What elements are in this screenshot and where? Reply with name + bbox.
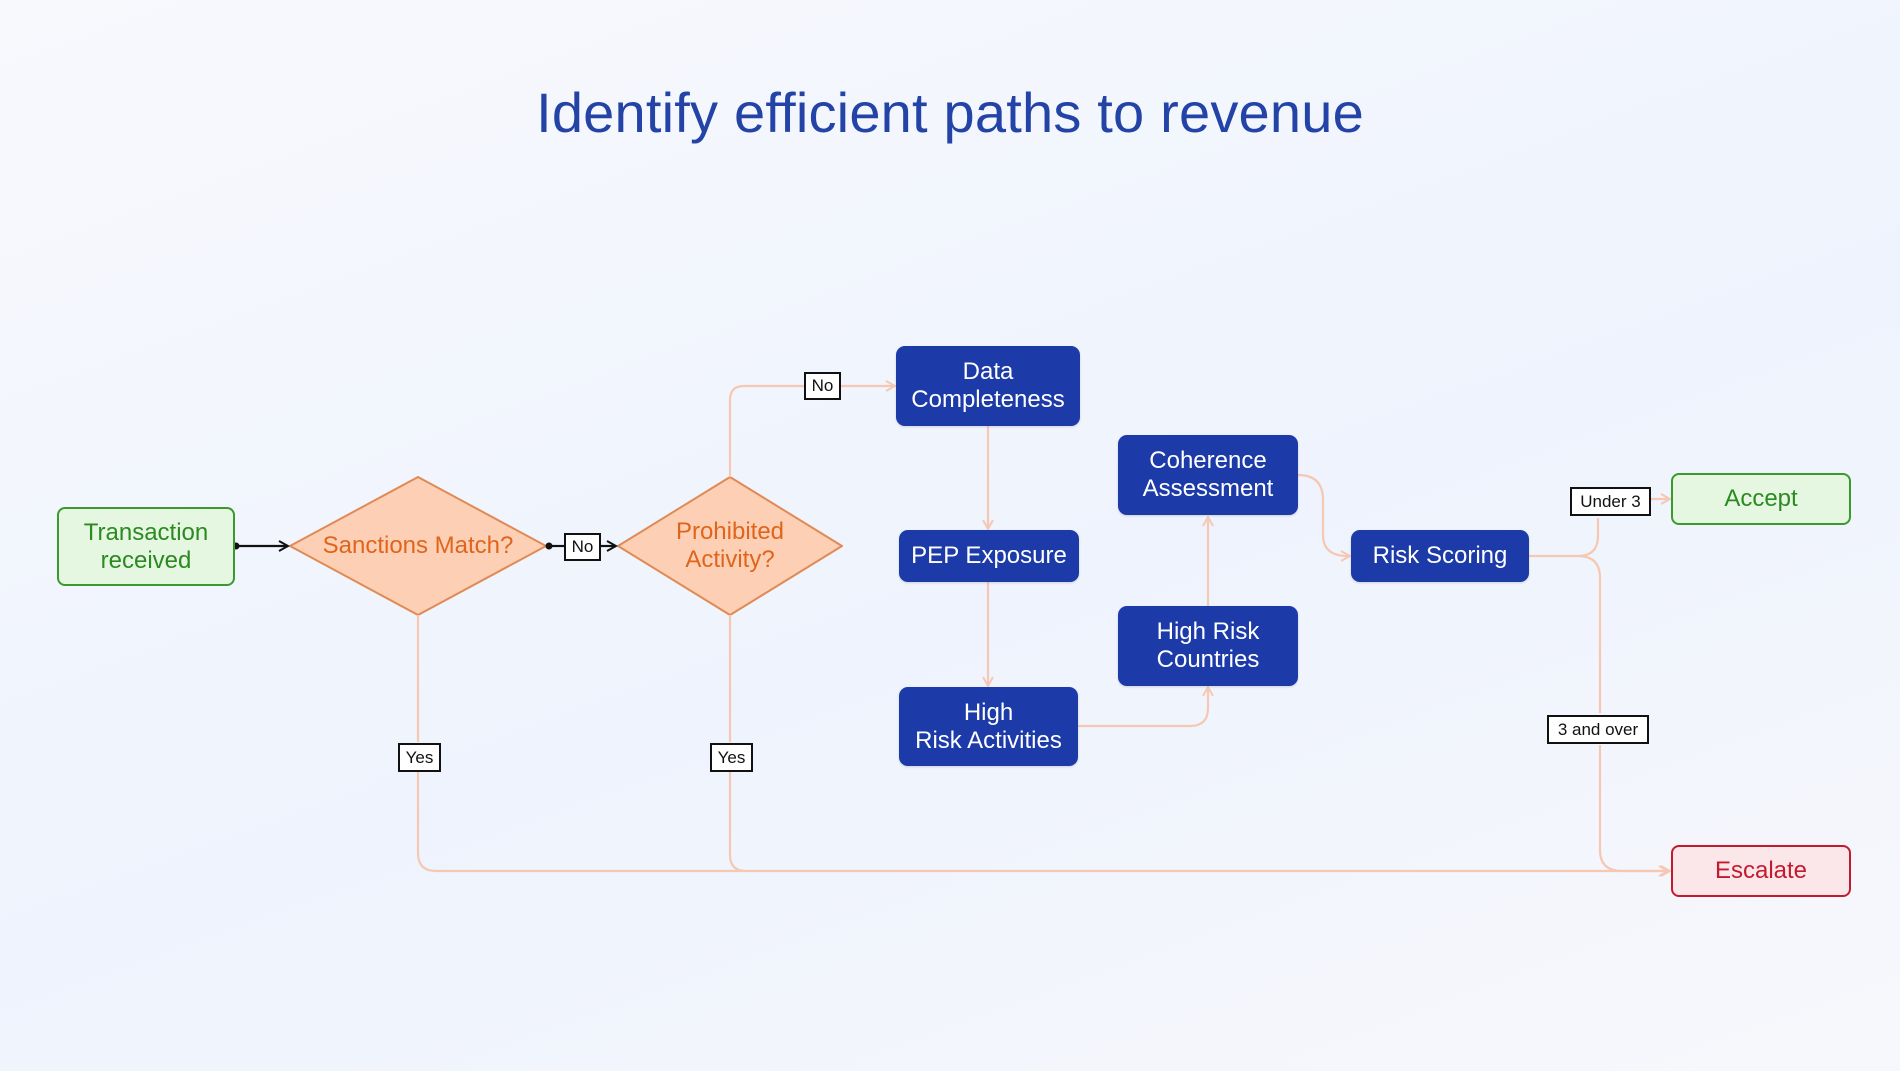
node-pep-exposure[interactable]: PEP Exposure [899,530,1079,582]
node-high-risk-activities[interactable]: High Risk Activities [899,687,1078,766]
page-title: Identify efficient paths to revenue [536,81,1364,144]
edge-label-prohibited-yes: Yes [710,743,753,772]
edge-label-under-3: Under 3 [1570,487,1651,516]
edge-label-sanctions-yes: Yes [398,743,441,772]
node-escalate[interactable]: Escalate [1671,845,1851,897]
edge-label-3-and-over: 3 and over [1547,715,1649,744]
node-high-risk-countries[interactable]: High Risk Countries [1118,606,1298,686]
node-data-completeness[interactable]: Data Completeness [896,346,1080,426]
node-risk-scoring[interactable]: Risk Scoring [1351,530,1529,582]
black-connectors [232,543,617,550]
node-transaction-received[interactable]: Transaction received [57,507,235,586]
peach-connectors [416,386,1670,871]
node-sanctions-match[interactable]: Sanctions Match? [322,532,514,559]
node-coherence-assessment[interactable]: Coherence Assessment [1118,435,1298,515]
node-accept[interactable]: Accept [1671,473,1851,525]
prohibited-diamond [617,476,843,616]
edge-label-sanctions-no: No [564,533,601,561]
edge-label-prohibited-no: No [804,372,841,400]
node-prohibited-activity[interactable]: Prohibited Activity? [675,518,785,573]
